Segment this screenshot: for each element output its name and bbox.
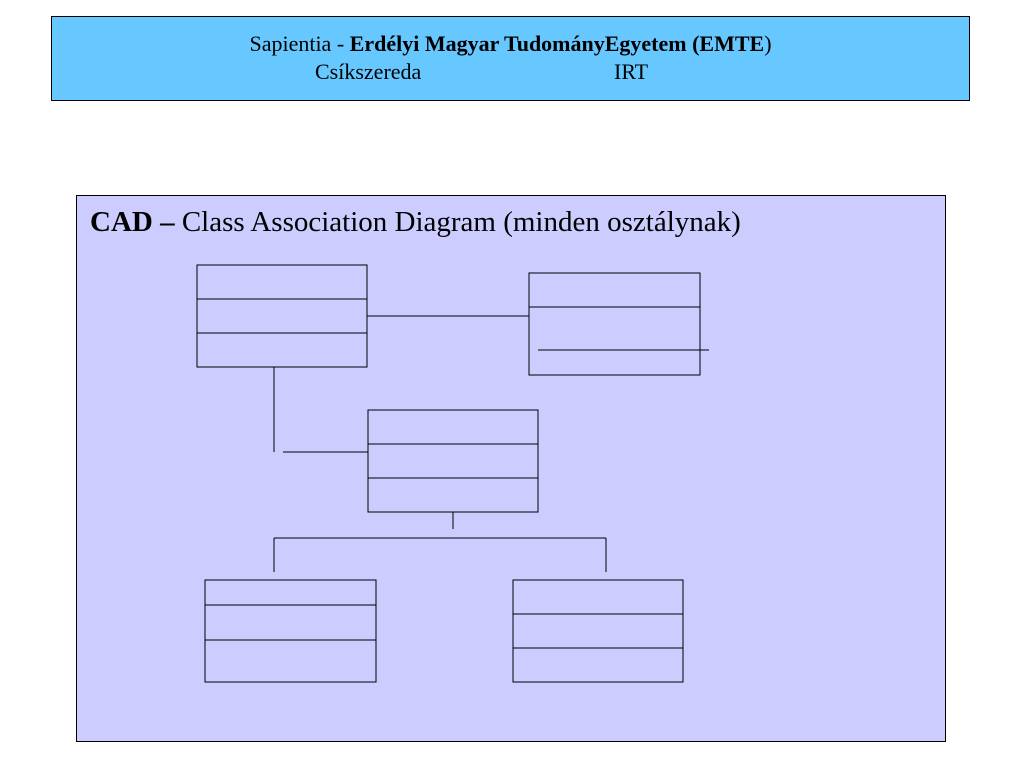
class-box-top-right-outline: [528, 272, 701, 376]
class-box-middle: [367, 409, 539, 513]
header-prefix: Sapientia -: [249, 31, 350, 56]
diagram-panel: CAD – Class Association Diagram (minden …: [76, 195, 946, 742]
class-box-top-left-outline: [196, 264, 368, 368]
header-city: Csíkszereda: [315, 59, 422, 84]
class-box-middle-outline: [367, 409, 539, 513]
header-university-name: Erdélyi Magyar TudományEgyetem (EMTE: [349, 31, 765, 56]
header-line-2: Csíkszereda IRT: [52, 58, 969, 86]
class-box-bottom-left: [204, 579, 377, 683]
class-box-bottom-right: [512, 579, 684, 683]
diagram-title-text: Class Association Diagram (minden osztál…: [181, 206, 741, 238]
class-box-top-left: [196, 264, 368, 368]
header-banner: Sapientia - Erdélyi Magyar TudományEgyet…: [51, 16, 970, 101]
class-box-top-right: [528, 272, 701, 376]
diagram-title: CAD – Class Association Diagram (minden …: [90, 206, 741, 239]
header-department: IRT: [614, 59, 649, 84]
header-suffix: ): [764, 31, 772, 56]
class-box-bottom-right-outline: [512, 579, 684, 683]
diagram-title-abbrev: CAD –: [90, 206, 182, 238]
class-association-diagram: [196, 264, 709, 683]
class-box-bottom-left-outline: [204, 579, 377, 683]
header-line-1: Sapientia - Erdélyi Magyar TudományEgyet…: [52, 30, 969, 58]
